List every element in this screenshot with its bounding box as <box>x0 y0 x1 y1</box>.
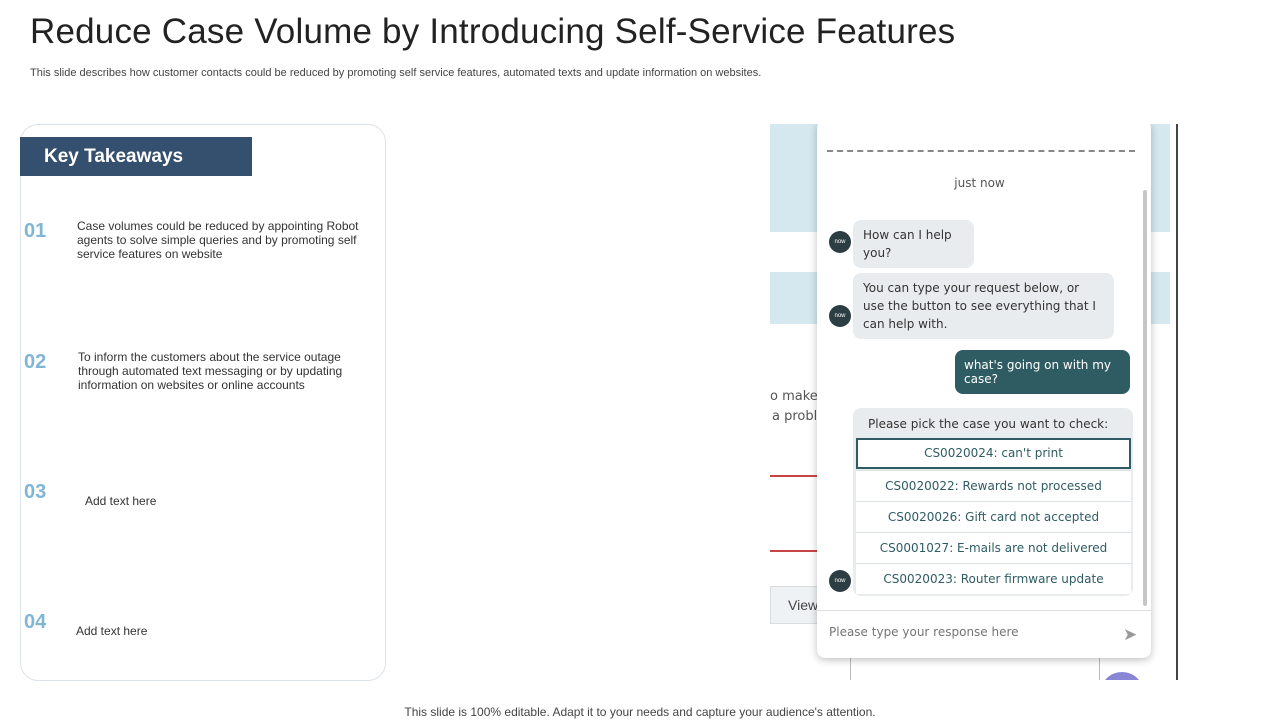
window-edge <box>1176 124 1178 680</box>
send-icon[interactable]: ➤ <box>1123 625 1138 644</box>
divider <box>827 150 1135 152</box>
case-option[interactable]: CS0020024: can't print <box>856 438 1131 469</box>
bot-avatar: now <box>829 570 851 592</box>
takeaways-card <box>20 124 386 681</box>
user-message: what's going on with my case? <box>955 350 1130 394</box>
chat-screenshot: o make a a problem View just now now How… <box>770 124 1178 680</box>
case-option[interactable]: CS0020022: Rewards not processed <box>856 470 1131 501</box>
takeaway-number: 01 <box>24 220 47 242</box>
page-subtitle: This slide describes how customer contac… <box>30 67 762 79</box>
page-title: Reduce Case Volume by Introducing Self-S… <box>30 12 956 51</box>
takeaways-header: Key Takeaways <box>20 137 252 176</box>
chat-launcher-icon[interactable] <box>1100 672 1144 680</box>
takeaway-number: 04 <box>24 611 47 633</box>
timestamp: just now <box>954 176 1005 190</box>
case-option[interactable]: CS0001027: E-mails are not delivered <box>856 532 1131 563</box>
bot-avatar: now <box>829 231 851 253</box>
case-option[interactable]: CS0020026: Gift card not accepted <box>856 501 1131 532</box>
picker-title: Please pick the case you want to check: <box>868 417 1109 431</box>
bot-avatar: now <box>829 305 851 327</box>
takeaway-text: Add text here <box>85 494 157 508</box>
background-frame <box>850 654 1100 680</box>
divider <box>770 550 820 552</box>
takeaway-number: 02 <box>24 351 47 373</box>
chat-input-bar: ➤ <box>817 610 1151 658</box>
chat-window: just now now How can I help you? now You… <box>817 124 1151 658</box>
footer-note: This slide is 100% editable. Adapt it to… <box>404 705 876 719</box>
takeaway-text: To inform the customers about the servic… <box>78 350 343 392</box>
takeaway-text: Case volumes could be reduced by appoint… <box>77 219 359 261</box>
divider <box>770 475 820 477</box>
bot-message: You can type your request below, or use … <box>853 273 1114 339</box>
takeaway-number: 03 <box>24 481 47 503</box>
scrollbar[interactable] <box>1143 190 1147 606</box>
bot-message: How can I help you? <box>853 220 974 268</box>
background-text: o make a <box>770 389 830 404</box>
takeaway-text: Add text here <box>76 624 148 638</box>
case-option[interactable]: CS0020023: Router firmware update <box>856 563 1131 594</box>
case-picker: Please pick the case you want to check: … <box>853 408 1133 596</box>
chat-input[interactable] <box>829 625 1109 639</box>
